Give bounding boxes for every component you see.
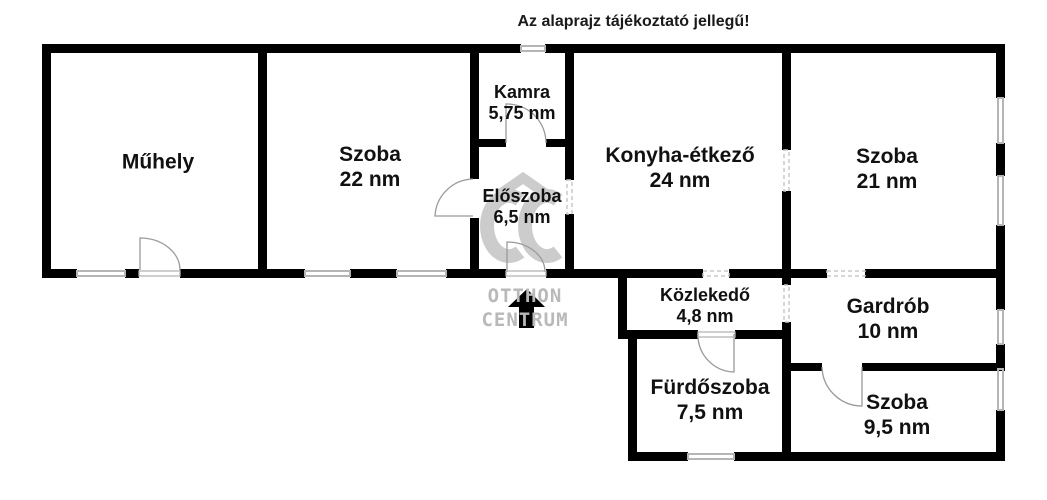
room-area: 9,5 nm bbox=[863, 416, 931, 439]
room-name: Szoba bbox=[866, 391, 928, 415]
disclaimer-notice: Az alaprajz tájékoztató jellegű! bbox=[517, 13, 750, 30]
watermark-line1: OTTHON bbox=[487, 285, 563, 307]
walls bbox=[42, 44, 1005, 461]
room-label-kozlekedo: Közlekedő 4,8 nm bbox=[660, 285, 750, 327]
room-area: 22 nm bbox=[339, 168, 401, 191]
room-area: 4,8 nm bbox=[676, 306, 734, 326]
watermark-line2: CENTRUM bbox=[481, 309, 569, 331]
room-label-gardrob: Gardrób 10 nm bbox=[847, 295, 930, 345]
room-label-kamra: Kamra 5,75 nm bbox=[488, 82, 555, 124]
room-label-muhely: Műhely bbox=[122, 151, 194, 176]
room-area: 10 nm bbox=[857, 320, 919, 343]
room-label-szoba-21: Szoba 21 nm bbox=[856, 145, 918, 195]
room-area: 5,75 nm bbox=[488, 103, 556, 123]
room-label-szoba-9: Szoba 9,5 nm bbox=[864, 391, 931, 441]
entrance-arrow-icon bbox=[508, 289, 545, 328]
room-label-furdoszoba: Fürdőszoba 7,5 nm bbox=[651, 376, 770, 426]
room-name: Előszoba bbox=[482, 185, 562, 206]
room-name: Gardrób bbox=[846, 295, 930, 319]
room-name: Közlekedő bbox=[659, 284, 751, 305]
room-name: Konyha-étkező bbox=[605, 144, 755, 168]
room-area: 24 nm bbox=[649, 169, 711, 192]
windows bbox=[76, 45, 1004, 460]
room-label-szoba-22: Szoba 22 nm bbox=[339, 143, 401, 193]
door-swings bbox=[138, 103, 863, 407]
room-area: 6,5 nm bbox=[493, 207, 551, 227]
room-area: 7,5 nm bbox=[676, 401, 744, 424]
watermark-text: OTTHON CENTRUM bbox=[470, 284, 580, 332]
room-label-konyha: Konyha-étkező 24 nm bbox=[605, 144, 754, 194]
room-name: Kamra bbox=[493, 81, 551, 102]
room-label-eloszoba: Előszoba 6,5 nm bbox=[482, 186, 561, 228]
room-name: Szoba bbox=[856, 145, 918, 169]
room-area: 21 nm bbox=[856, 170, 918, 193]
door-openings bbox=[566, 149, 866, 323]
room-name: Fürdőszoba bbox=[650, 376, 770, 400]
room-name: Szoba bbox=[339, 143, 401, 167]
room-name: Műhely bbox=[121, 150, 195, 174]
